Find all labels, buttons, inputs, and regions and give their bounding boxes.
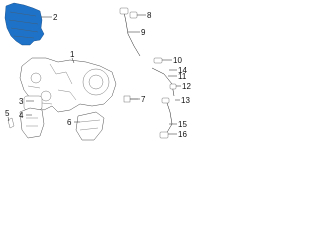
callout-3: 3 bbox=[19, 97, 24, 106]
callout-11: 11 bbox=[178, 72, 187, 81]
line-clip-a bbox=[153, 57, 163, 64]
bracket-body bbox=[19, 107, 45, 139]
parts-diagram: 1 2 3 4 5 6 7 8 9 10 11 12 13 14 15 16 bbox=[4, 2, 191, 141]
callout-12: 12 bbox=[182, 82, 191, 91]
callouts: 1 2 3 4 5 6 7 8 9 10 11 12 13 14 15 16 bbox=[5, 11, 191, 139]
compressor-outlet bbox=[30, 72, 42, 84]
callout-4: 4 bbox=[19, 111, 24, 120]
bracket-part bbox=[19, 107, 45, 139]
coolant-line-lower bbox=[165, 99, 173, 135]
callout-15: 15 bbox=[178, 120, 187, 129]
callout-13: 13 bbox=[181, 96, 190, 105]
stud-part bbox=[7, 117, 15, 129]
line-fitting-bottom bbox=[159, 131, 169, 139]
lower-heat-shield-part bbox=[75, 111, 105, 141]
compressor-inlet bbox=[40, 90, 52, 102]
heat-shield-body bbox=[4, 2, 45, 46]
actuator-rod bbox=[41, 102, 53, 105]
callout-5: 5 bbox=[5, 109, 10, 118]
fitting-body bbox=[129, 11, 138, 19]
coolant-line-upper bbox=[151, 67, 175, 97]
heat-shield-ribs bbox=[8, 11, 39, 39]
actuator-body bbox=[23, 95, 43, 111]
leader-1 bbox=[71, 57, 75, 64]
right-line-parts bbox=[151, 57, 177, 139]
callout-10: 10 bbox=[173, 56, 182, 65]
callout-6: 6 bbox=[67, 118, 72, 127]
lower-shield-body bbox=[75, 111, 105, 141]
callout-2: 2 bbox=[53, 13, 58, 22]
bolt-head bbox=[123, 95, 131, 103]
leader-lines bbox=[7, 14, 181, 135]
stud-body bbox=[7, 117, 15, 129]
callout-7: 7 bbox=[141, 95, 146, 104]
callout-8: 8 bbox=[147, 11, 152, 20]
lower-shield-ribs bbox=[79, 119, 101, 131]
fitting-part bbox=[129, 11, 138, 19]
oil-feed-pipe-part bbox=[119, 7, 141, 57]
callout-14: 14 bbox=[178, 66, 187, 75]
heat-shield-part bbox=[4, 2, 45, 46]
line-clip-c bbox=[161, 97, 170, 104]
callout-16: 16 bbox=[178, 130, 187, 139]
manifold-runners bbox=[27, 63, 77, 101]
bracket-holes bbox=[26, 117, 38, 127]
line-clip-b bbox=[169, 83, 177, 90]
callout-1: 1 bbox=[70, 50, 75, 59]
turbocharger-assembly-part bbox=[19, 57, 117, 113]
turbine-inner bbox=[88, 74, 104, 90]
oil-feed-pipe bbox=[123, 11, 141, 57]
callout-9: 9 bbox=[141, 28, 146, 37]
leader-5 bbox=[7, 116, 10, 122]
pipe-fitting-top bbox=[119, 7, 129, 15]
